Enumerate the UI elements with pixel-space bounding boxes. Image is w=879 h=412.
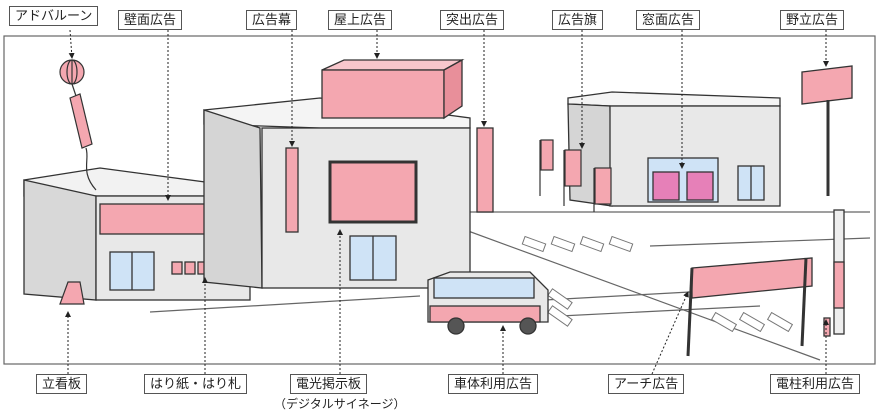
freestanding-billboard (801, 65, 853, 196)
road-lines (149, 211, 871, 361)
label-arch-ad: アーチ広告 (608, 374, 685, 394)
label-pole-ad: 電柱利用広告 (770, 374, 861, 394)
standing-sign (59, 281, 85, 305)
ad-balloon (59, 59, 97, 191)
rooftop-ad (321, 58, 465, 120)
crosswalk-2 (547, 288, 794, 333)
center-building (203, 97, 471, 289)
pole-ad-panel (833, 261, 845, 309)
label-ad-balloon: アドバルーン (9, 6, 99, 26)
ad-flags (539, 139, 612, 212)
label-vehicle-ad: 車体利用広告 (448, 374, 539, 394)
label-standing-sign: 立看板 (36, 374, 88, 394)
label-projecting-ad: 突出広告 (440, 10, 505, 30)
window-ad-panel-1 (652, 171, 680, 201)
label-electric-board: 電光掲示板 (290, 374, 368, 394)
label-window-ad: 窓面広告 (636, 10, 701, 30)
projecting-ad-panel (476, 127, 494, 213)
banner-curtain-panel (285, 147, 299, 233)
leader-lines (65, 29, 829, 375)
label-posters-tags: はり紙・はり札 (144, 374, 248, 394)
window-ad-panel-2 (686, 171, 714, 201)
vehicle (427, 271, 549, 335)
arch (686, 257, 813, 357)
label-electric-board-sub: （デジタルサイネージ） (274, 397, 406, 411)
digital-signage-panel (328, 160, 418, 224)
label-ad-flag: 広告旗 (552, 10, 604, 30)
label-freestanding-ad: 野立広告 (780, 10, 845, 30)
crosswalk-1 (521, 235, 634, 253)
label-banner-curtain: 広告幕 (246, 10, 298, 30)
label-wall-ad: 壁面広告 (118, 10, 183, 30)
label-rooftop-ad: 屋上広告 (328, 10, 393, 30)
utility-pole (823, 209, 845, 337)
